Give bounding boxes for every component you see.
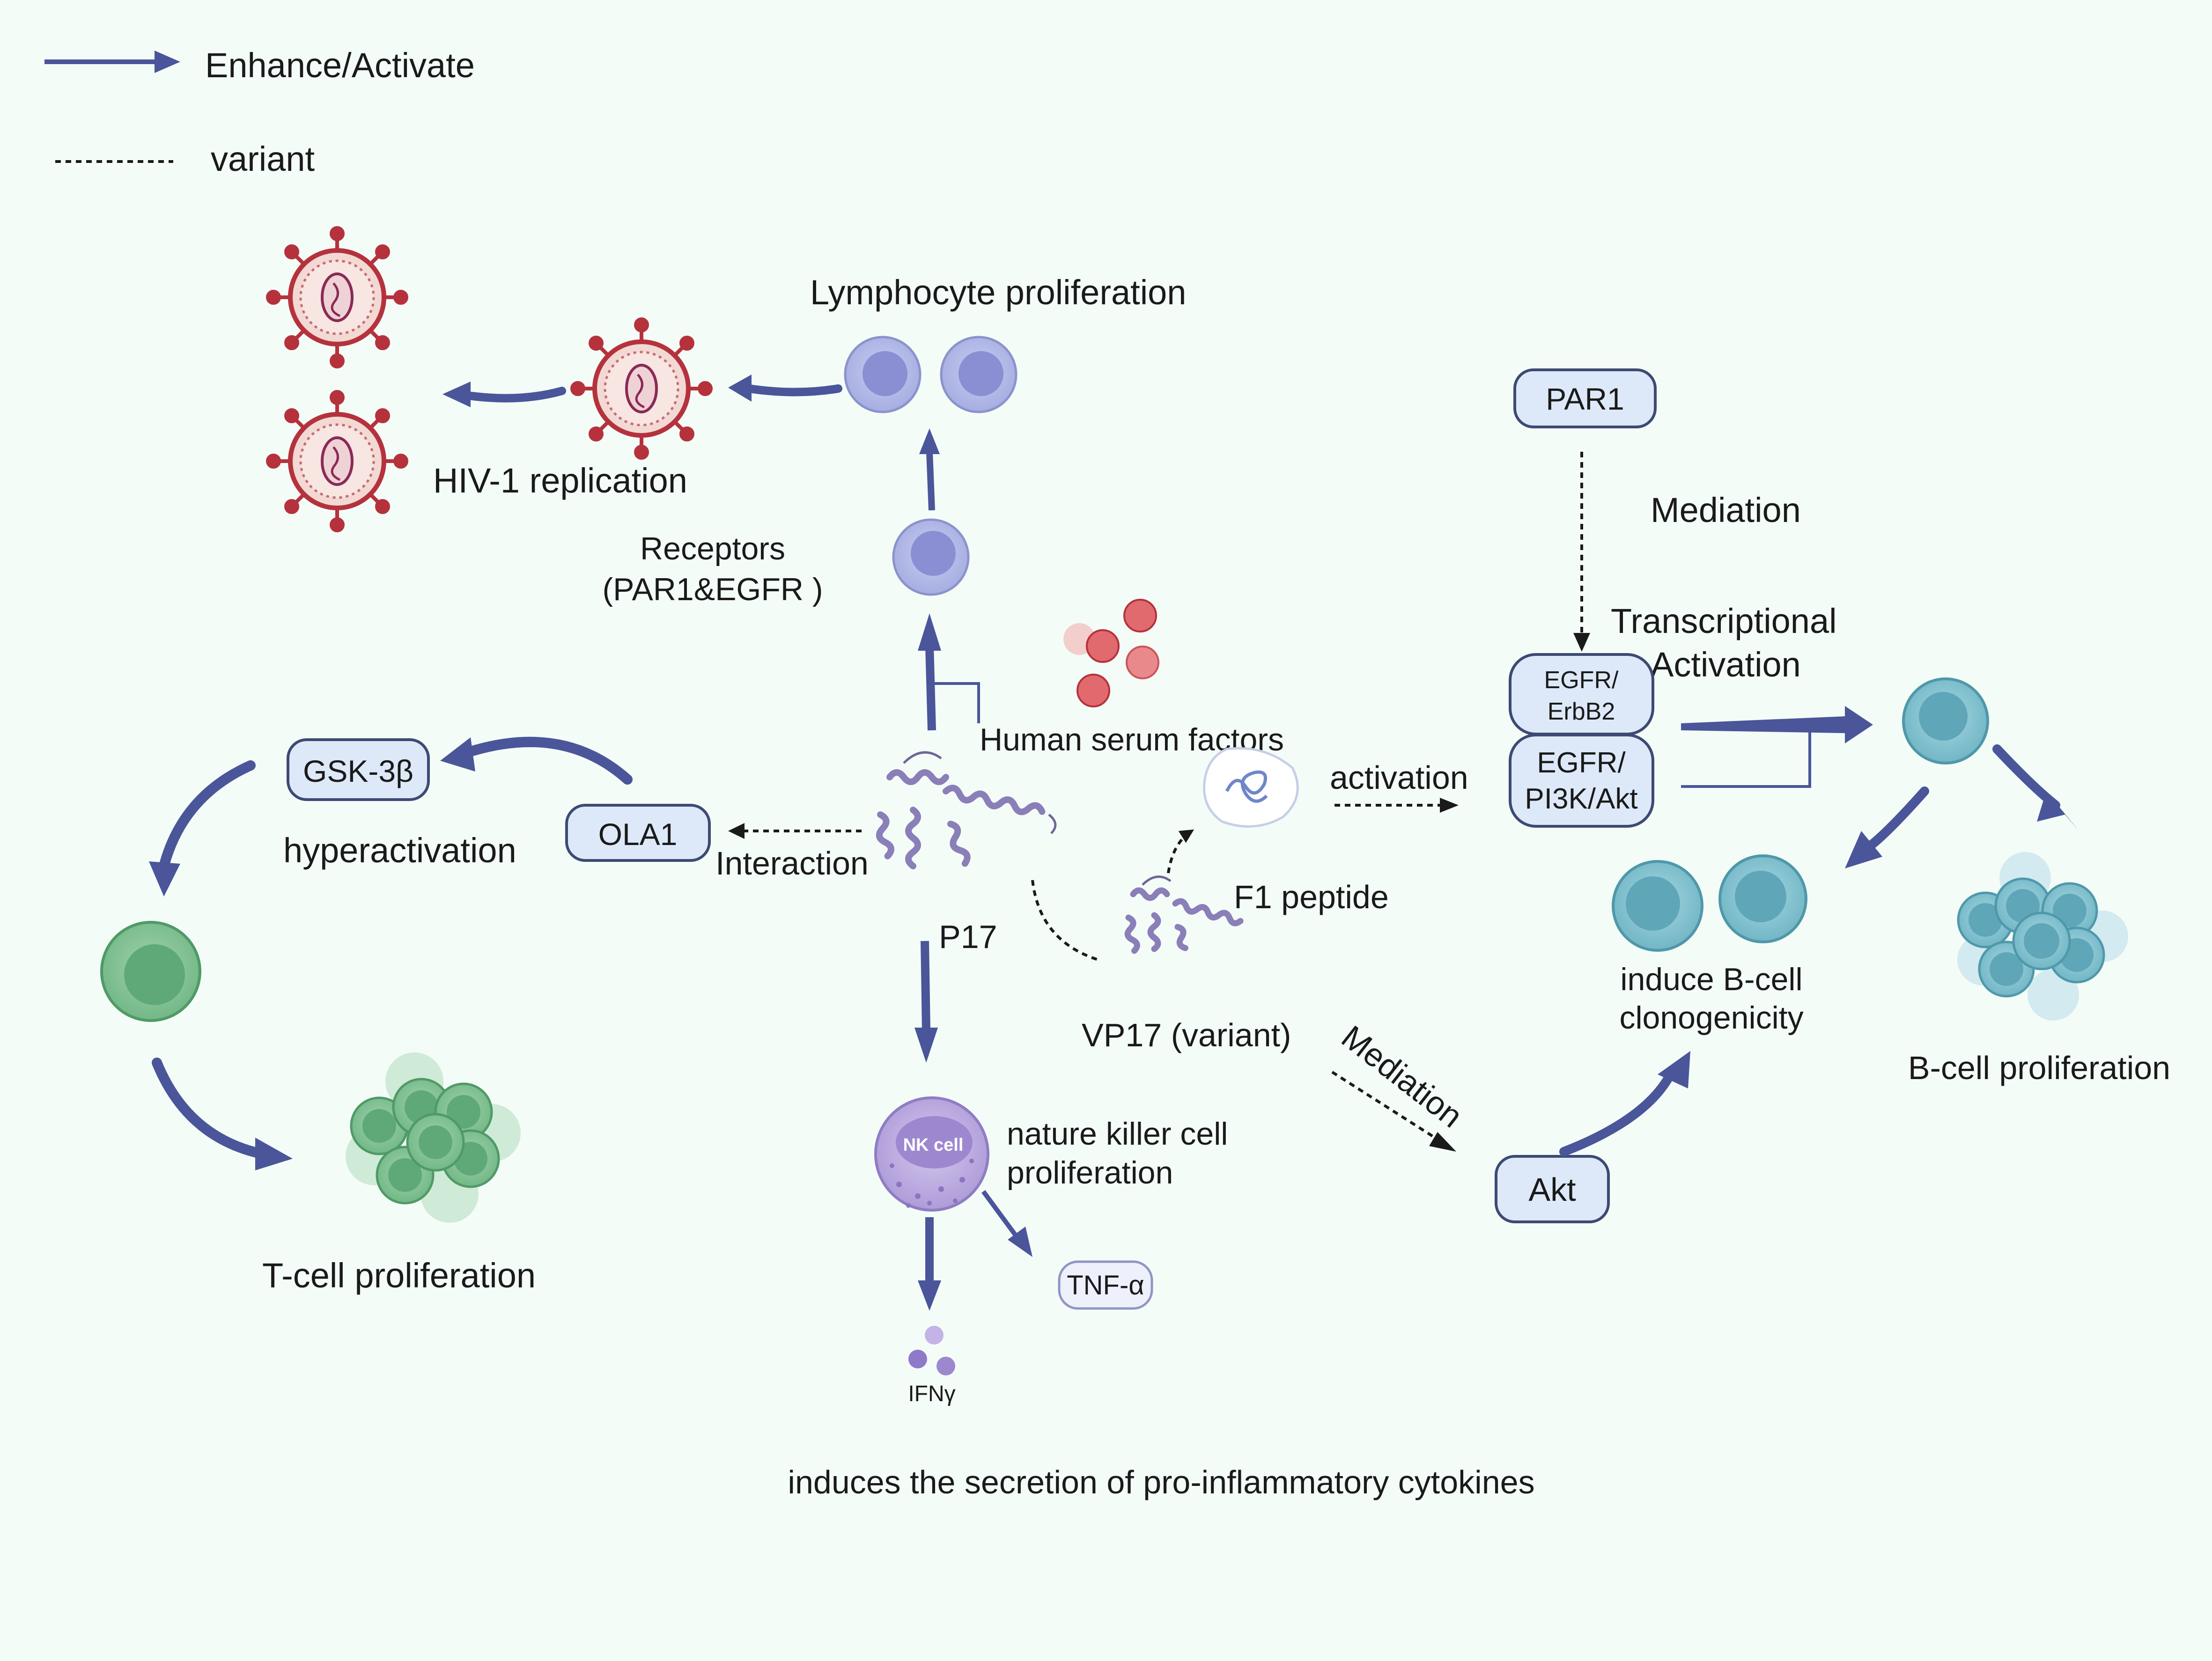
box-tnf-alpha-label: TNF-α [1067,1270,1144,1301]
connector-pi3k-to-arrow [1681,730,1811,788]
label-bcell-proliferation: B-cell proliferation [1908,1050,2170,1086]
box-egfr-pi3k-akt-line1: EGFR/ [1537,747,1626,779]
arrow-nk-to-tnf-head [1008,1227,1032,1257]
label-transcriptional-line1: Transcriptional [1611,602,1837,640]
arrow-bcell-to-clonogenicity [1864,786,1929,852]
arrow-gsk3b-to-tcell [159,760,256,871]
arrow-to-lymphocytes-head [919,428,940,454]
label-transcriptional-line2: Activation [1651,645,1801,684]
arrow-tcell-to-cluster [152,1058,267,1159]
arrow-ola1-to-gsk3b [458,736,633,785]
box-gsk3b-label: GSK-3β [303,754,413,788]
label-f1-peptide: F1 peptide [1234,879,1389,915]
box-tnf-alpha: TNF-α [1058,1260,1153,1310]
label-hyperactivation: hyperactivation [283,831,516,870]
nk-cell: NK cell [874,1096,989,1212]
dotted-line-p17-to-vp17 [1031,880,1099,961]
box-akt-label: Akt [1528,1171,1576,1208]
label-mediation-top: Mediation [1651,491,1801,529]
vp17-protein-icon [1124,875,1244,954]
label-activation: activation [1330,759,1468,796]
connector-p17-to-serum [932,682,980,723]
tcell-cluster [346,1052,521,1223]
box-egfr-erbb2-line2: ErbB2 [1548,698,1615,725]
label-nk-line2: proliferation [1007,1155,1173,1191]
legend-enhance-label: Enhance/Activate [205,46,475,85]
legend: Enhance/Activate variant [44,46,475,178]
bcell [1902,677,1989,764]
legend-variant-label: variant [211,140,315,178]
label-ifn-gamma: IFNγ [908,1382,955,1406]
hiv-virus-icons [266,226,713,532]
box-gsk3b: GSK-3β [287,738,430,801]
dotted-arrow-activation-head [1440,798,1459,813]
footer-caption: induces the secretion of pro-inflammator… [788,1464,1534,1500]
arrow-p17-to-nk-head [914,1028,938,1063]
dotted-arrow-vp17-to-akt-head [1429,1132,1456,1152]
box-egfr-pi3k-akt-line2: PI3K/Akt [1525,783,1637,815]
label-lymphocyte-proliferation: Lymphocyte proliferation [810,273,1186,312]
hiv-virus-icon [266,390,408,532]
label-receptors-line1: Receptors [640,531,785,566]
label-hiv-replication: HIV-1 replication [433,461,687,500]
label-vp17-variant: VP17 (variant) [1082,1017,1291,1053]
serum-factor-dots [1063,599,1159,707]
dotted-arrow-par1-to-egfr-head [1573,633,1590,652]
label-receptors-line2: (PAR1&EGFR ) [602,572,823,607]
f1-peptide-icon [1203,747,1299,828]
ifn-gamma-dots [908,1326,955,1375]
box-egfr-pi3k-akt: EGFR/ PI3K/Akt [1509,734,1654,828]
arrow-egfr-to-bcell [1681,706,1873,743]
arrow-akt-to-clonogenicity [1559,1067,1676,1156]
dotted-arrow-vp17-to-f1 [1167,829,1194,874]
nk-cell-label: NK cell [903,1135,964,1155]
arrow-to-lymphocytes [926,451,935,511]
arrow-hiv-to-hiv [464,387,566,403]
arrow-bcell-to-clonogenicity-head [1845,831,1882,868]
label-interaction: Interaction [715,845,869,882]
arrow-p17-to-receptors-head [918,613,941,651]
box-ola1-label: OLA1 [598,817,678,852]
bcell-cluster [1957,852,2128,1021]
arrow-nk-to-tnf [981,1190,1018,1237]
lymphocyte-cell [940,336,1018,413]
dotted-arrow-p17-to-ola1-head [728,823,745,839]
p17-protein-icon [876,751,1057,869]
arrow-akt-to-clonogenicity-head [1658,1051,1690,1088]
arrow-p17-to-nk [921,941,930,1030]
label-induce-bcell-line2: clonogenicity [1619,1000,1803,1036]
arrow-lymphocyte-to-hiv [745,384,842,397]
legend-enhance-arrow-head [155,51,180,73]
tcell [100,921,201,1022]
label-tcell-proliferation: T-cell proliferation [262,1256,536,1295]
label-induce-bcell-line1: induce B-cell [1620,962,1802,997]
box-egfr-erbb2-line1: EGFR/ [1544,667,1619,694]
arrow-tcell-to-cluster-head [255,1138,293,1170]
arrow-bcell-to-proliferation-head [2037,791,2079,831]
box-egfr-erbb2: EGFR/ ErbB2 [1509,653,1654,735]
label-p17: P17 [939,919,997,955]
arrow-nk-to-ifn-head [918,1280,941,1311]
arrow-lymphocyte-to-hiv-head [728,375,752,402]
box-akt: Akt [1495,1155,1610,1223]
hiv-virus-icon [266,226,408,368]
arrow-hiv-to-hiv-head [442,382,471,407]
box-par1: PAR1 [1513,368,1657,428]
arrow-ola1-to-gsk3b-head [440,737,475,772]
lymphocyte-cell [844,336,922,413]
arrow-p17-to-receptors [925,646,936,731]
dotted-arrow-vp17-to-akt [1331,1071,1443,1144]
receptor-lymphocyte-cell [892,518,970,596]
arrow-gsk3b-to-tcell-head [149,861,180,897]
hiv-virus-icon [570,317,713,460]
label-nk-line1: nature killer cell [1007,1116,1228,1152]
box-ola1: OLA1 [565,804,711,862]
box-par1-label: PAR1 [1546,382,1624,416]
bcell-pair [1612,854,1807,952]
